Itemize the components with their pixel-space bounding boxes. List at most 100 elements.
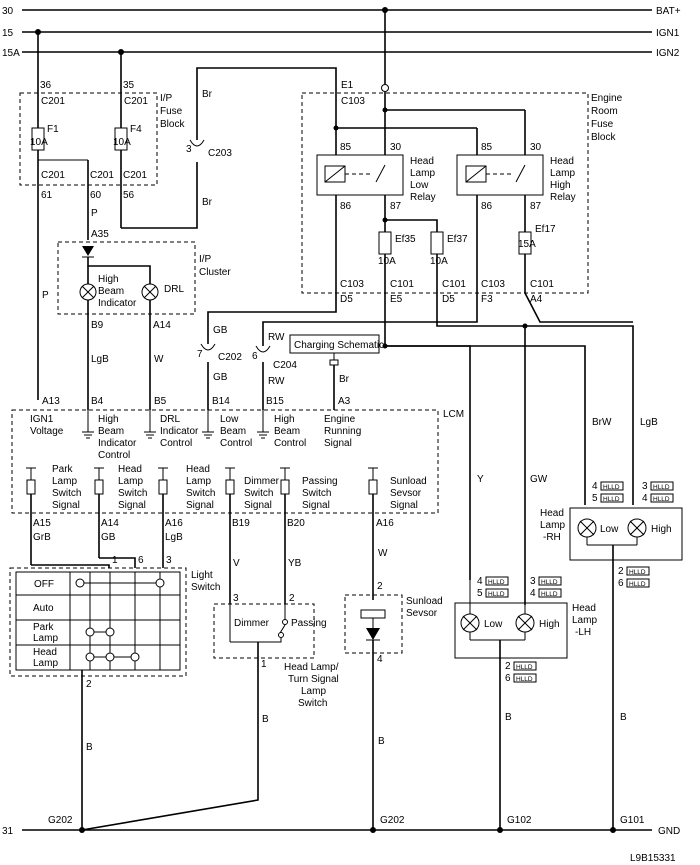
svg-text:B5: B5: [154, 396, 167, 407]
svg-text:2: 2: [618, 566, 624, 577]
svg-text:Lamp: Lamp: [118, 476, 143, 487]
svg-text:High: High: [550, 180, 571, 191]
svg-text:High: High: [98, 414, 119, 425]
svg-text:Charging Schematic: Charging Schematic: [294, 340, 384, 351]
svg-text:Switch: Switch: [244, 488, 273, 499]
svg-text:Ef17: Ef17: [535, 224, 556, 235]
lcm-output-wires: GrB GB LgB V YB W: [31, 532, 388, 569]
svg-text:C201: C201: [41, 170, 65, 181]
svg-text:Running: Running: [324, 426, 361, 437]
svg-text:2: 2: [377, 581, 383, 592]
dimmer-passing-switch: 3 2 Dimmer Passing 1 B Head Lamp/ Turn S…: [81, 593, 339, 831]
svg-text:W: W: [154, 354, 164, 365]
fuse-f4-label: F4: [130, 124, 142, 135]
svg-text:GrB: GrB: [33, 532, 51, 543]
svg-text:D5: D5: [442, 294, 455, 305]
svg-text:Block: Block: [160, 119, 185, 130]
svg-text:Switch: Switch: [298, 698, 327, 709]
svg-text:HLLD: HLLD: [541, 591, 558, 598]
svg-text:E1: E1: [341, 80, 354, 91]
svg-text:Sevsor: Sevsor: [390, 488, 422, 499]
svg-text:C101: C101: [442, 279, 466, 290]
svg-text:Signal: Signal: [244, 500, 272, 511]
svg-text:P: P: [91, 208, 98, 219]
light-switch: Light Switch 1 6 3 OFF Auto Park Lamp He…: [9, 555, 220, 830]
svg-text:85: 85: [340, 142, 352, 153]
svg-text:G101: G101: [620, 815, 645, 826]
svg-text:Signal: Signal: [118, 500, 146, 511]
svg-text:A15: A15: [33, 518, 51, 529]
svg-text:3: 3: [233, 593, 239, 604]
svg-text:Engine: Engine: [324, 414, 356, 425]
lcm-inputs: [26, 467, 378, 604]
svg-text:DRL: DRL: [160, 414, 180, 425]
svg-text:Relay: Relay: [410, 192, 436, 203]
rail-ign2-label: IGN2: [656, 48, 680, 59]
svg-text:Lamp: Lamp: [572, 615, 597, 626]
fuse-f1-label: F1: [47, 124, 59, 135]
svg-text:HLLD: HLLD: [516, 676, 533, 683]
svg-text:A14: A14: [153, 320, 171, 331]
svg-text:5: 5: [592, 493, 598, 504]
svg-text:Lamp: Lamp: [33, 633, 58, 644]
svg-text:LgB: LgB: [165, 532, 183, 543]
svg-text:LCM: LCM: [443, 409, 464, 420]
diagram-code: L9B15331: [630, 853, 676, 864]
sunload-sensor: Sunload Sevsor 2 4 B: [344, 581, 443, 830]
svg-text:86: 86: [340, 201, 352, 212]
svg-text:2: 2: [505, 661, 511, 672]
svg-text:36: 36: [40, 80, 52, 91]
svg-text:HLLD: HLLD: [541, 579, 558, 586]
svg-text:Control: Control: [274, 438, 306, 449]
rail-15a-label: 15A: [2, 48, 20, 59]
svg-text:Lamp: Lamp: [33, 658, 58, 669]
svg-text:Ef35: Ef35: [395, 234, 416, 245]
ground-rail: 31 GND G202 G202 G102 G101 L9B15331: [2, 815, 680, 864]
svg-text:Room: Room: [591, 106, 618, 117]
svg-text:Control: Control: [160, 438, 192, 449]
svg-text:56: 56: [123, 190, 135, 201]
lcm-module: LCM A13 B4 B5 B14 B15 A3 IGN1 Voltage Hi…: [11, 396, 464, 604]
svg-text:Indicator: Indicator: [98, 438, 137, 449]
svg-text:A35: A35: [91, 229, 109, 240]
svg-text:10A: 10A: [378, 256, 396, 267]
svg-text:6: 6: [618, 578, 624, 589]
svg-text:HLLD: HLLD: [603, 484, 620, 491]
svg-text:C203: C203: [208, 148, 232, 159]
svg-text:Beam: Beam: [220, 426, 246, 437]
lcm-grounds: [82, 410, 269, 439]
svg-text:Head: Head: [33, 647, 57, 658]
svg-text:LgB: LgB: [640, 417, 658, 428]
svg-text:Head Lamp/: Head Lamp/: [284, 662, 339, 673]
svg-text:GB: GB: [213, 372, 228, 383]
svg-text:V: V: [233, 558, 240, 569]
svg-text:HLLD: HLLD: [488, 579, 505, 586]
svg-text:3: 3: [186, 144, 192, 155]
svg-text:G102: G102: [507, 815, 532, 826]
svg-text:B4: B4: [91, 396, 104, 407]
svg-text:Relay: Relay: [550, 192, 576, 203]
svg-text:1: 1: [261, 659, 267, 670]
svg-text:Lamp: Lamp: [550, 168, 575, 179]
rail-30-label: 30: [2, 6, 14, 17]
svg-text:Fuse: Fuse: [591, 119, 614, 130]
svg-text:High: High: [651, 524, 672, 535]
svg-text:-LH: -LH: [575, 627, 591, 638]
svg-text:C103: C103: [340, 279, 364, 290]
svg-text:Passing: Passing: [302, 476, 338, 487]
svg-text:Head: Head: [550, 156, 574, 167]
svg-text:2: 2: [289, 593, 295, 604]
svg-text:Low: Low: [220, 414, 239, 425]
mid-connectors: P LgB W GB 7 C202 GB RW 6 C204 RW Chargi…: [42, 290, 384, 410]
svg-text:C101: C101: [530, 279, 554, 290]
svg-text:-RH: -RH: [543, 532, 561, 543]
svg-text:I/P: I/P: [199, 254, 212, 265]
svg-text:Ef37: Ef37: [447, 234, 468, 245]
svg-text:35: 35: [123, 80, 135, 91]
svg-text:A14: A14: [101, 518, 119, 529]
svg-text:GB: GB: [213, 325, 228, 336]
svg-text:Signal: Signal: [390, 500, 418, 511]
svg-text:B14: B14: [212, 396, 230, 407]
svg-text:HLLD: HLLD: [488, 591, 505, 598]
svg-text:87: 87: [390, 201, 402, 212]
